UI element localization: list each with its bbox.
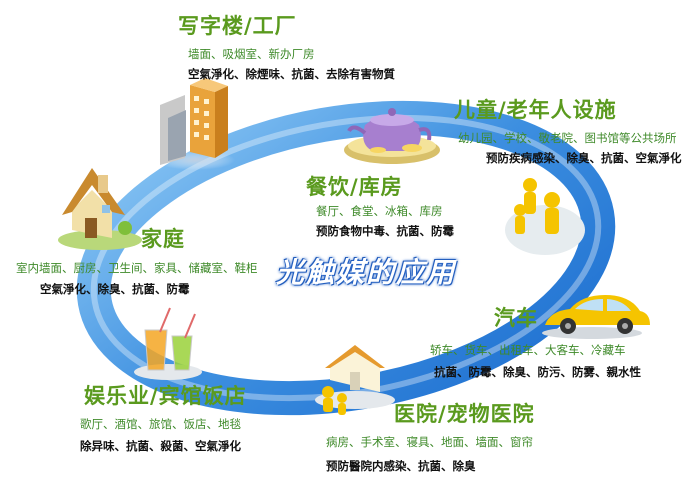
hospital-building-icon <box>315 345 395 415</box>
teapot-icon <box>344 108 440 164</box>
people-figures-icon <box>505 178 585 255</box>
office-building-icon <box>155 78 235 170</box>
elderly-places: 幼儿园、学校、敬老院、图书馆等公共场所 <box>458 131 677 145</box>
home-places: 室内墙面、厨房、卫生间、家具、储藏室、鞋柜 <box>16 261 258 275</box>
office-places: 墙面、吸烟室、新办厂房 <box>188 47 315 61</box>
hospital-places: 病房、手术室、寝具、地面、墙面、窗帘 <box>326 435 533 449</box>
hospital-effects: 预防醫院内感染、抗菌、除臭 <box>326 459 476 473</box>
house-icon <box>58 168 142 250</box>
elderly-effects: 预防疾病感染、除臭、抗菌、空氣淨化 <box>486 151 682 165</box>
home-title: 家庭 <box>141 227 185 251</box>
home-effects: 空氣淨化、除臭、抗菌、防霉 <box>40 282 190 296</box>
drinks-icon <box>134 307 202 380</box>
car-effects: 抗菌、防霉、除臭、防污、防雾、親水性 <box>434 365 641 379</box>
blue-ring <box>76 100 616 416</box>
car-title: 汽车 <box>494 306 538 330</box>
entertainment-effects: 除异味、抗菌、殺菌、空氣淨化 <box>80 439 241 453</box>
dining-effects: 预防食物中毒、抗菌、防霉 <box>316 224 454 238</box>
hospital-title: 医院/宠物医院 <box>394 402 535 426</box>
center-title: 光触媒的应用 <box>276 256 457 289</box>
elderly-title: 儿童/老年人设施 <box>454 98 617 122</box>
entertainment-places: 歌厅、酒馆、旅馆、饭店、地毯 <box>80 417 241 431</box>
dining-title: 餐饮/库房 <box>306 175 403 199</box>
car-icon <box>542 295 650 339</box>
entertainment-title: 娱乐业/宾馆饭店 <box>84 384 247 408</box>
dining-places: 餐厅、食堂、冰箱、库房 <box>316 204 443 218</box>
car-places: 轿车、货车、出租车、大客车、冷藏车 <box>430 343 626 357</box>
office-effects: 空氣淨化、除煙味、抗菌、去除有害物質 <box>188 67 395 81</box>
office-title: 写字楼/工厂 <box>178 14 297 38</box>
